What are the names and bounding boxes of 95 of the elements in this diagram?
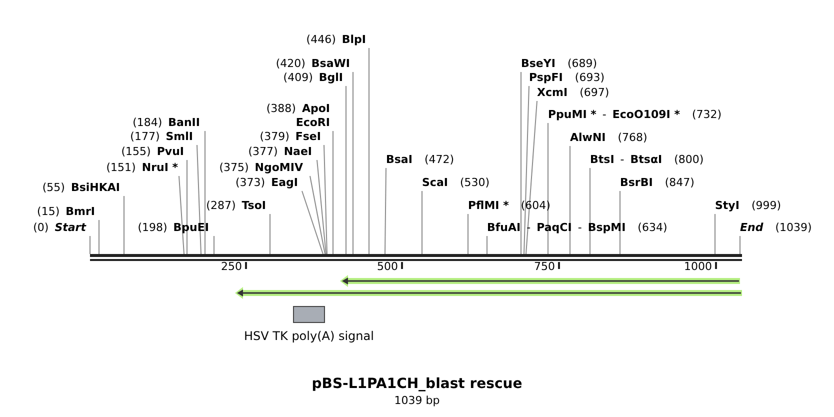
site-position: (55) [42,181,65,195]
tick-label: 1000 [684,261,712,273]
feature-label: HSV TK poly(A) signal [244,329,374,343]
dna-backbone [90,254,742,261]
leader-line [204,130,206,254]
leader-line [714,214,716,254]
site-position: (604) [520,199,550,213]
enzyme-name: BmrI [66,205,95,219]
leader-line [302,190,324,254]
enzyme-name: BanII [168,116,200,130]
site-position: (379) [260,130,290,144]
site-position: (287) [206,199,236,213]
enzyme-name: TsoI [242,199,266,213]
site-position: (732) [692,108,722,122]
enzyme-name: PvuI [156,145,184,159]
site-position: (634) [638,221,668,235]
site-position: (768) [618,131,648,145]
site-position: (847) [664,176,694,190]
enzyme-name: XcmI [537,86,568,100]
enzyme-name: BspMI [588,221,626,235]
site-position: (375) [219,161,249,175]
leader-line [186,160,188,254]
enzyme-name: EagI [271,176,298,190]
enzyme-name: BsiHKAI [70,181,120,195]
separator: - [578,221,582,235]
site-position: (800) [674,153,704,167]
enzyme-name: AlwNI [570,131,606,145]
enzyme-name: NruI * [142,161,178,175]
enzyme-name: BseYI [521,57,556,71]
site-position: (15) [37,205,60,219]
enzyme-name: ApoI [302,102,330,116]
enzyme-name: End [740,221,764,235]
site-position: (177) [130,130,160,144]
leader-line [178,176,184,254]
leader-line [196,144,202,254]
leader-line [310,176,326,254]
enzyme-name: BglI [318,71,343,85]
tick-label: 250 [221,261,242,273]
enzyme-name: FseI [295,130,321,144]
leader-line [98,220,100,254]
separator: - [526,221,531,235]
site-position: (420) [276,57,306,71]
map-caption: 1039 bp [393,394,441,407]
leader-line [332,130,334,254]
site-position: (693) [574,71,604,85]
leader-line [524,86,530,254]
enzyme-name: Start [54,221,86,235]
enzyme-name: StyI [715,199,740,213]
enzyme-name: BfuAI [487,221,521,235]
separator: - [602,108,606,122]
site-position: (151) [106,161,136,175]
site-position: (155) [121,145,151,159]
enzyme-name: BsrBI [620,176,653,190]
site-position: (689) [567,57,598,71]
tick-label: 500 [377,261,398,273]
leader-line [324,144,328,254]
site-position: (0) [33,221,49,235]
site-position: (1039) [775,221,812,235]
site-position: (184) [132,116,162,130]
enzyme-name: BlpI [342,33,366,47]
site-position: (999) [751,199,782,213]
enzyme-name: PaqCI [536,221,572,235]
enzyme-name: BtsI [590,153,614,167]
enzyme-name: BsaI [386,153,412,167]
enzyme-name: ScaI [422,176,448,190]
enzyme-name: PpuMI * [548,108,596,122]
leader-line [368,48,370,254]
leader-line [384,168,386,254]
enzyme-name: BtsαI [630,153,662,167]
enzyme-name: BsaWI [311,57,350,71]
leader-line [316,160,326,254]
enzyme-name: PspFI [529,71,563,85]
site-position: (388) [266,102,296,116]
leader-line [526,100,538,254]
site-position: (530) [460,176,490,190]
site-position: (373) [236,176,266,190]
enzyme-name: SmlI [166,130,193,144]
enzyme-name: NaeI [284,145,312,159]
site-position: (198) [138,221,168,235]
leader-line [486,236,488,254]
leader-line [520,72,522,254]
enzyme-name: EcoRI [296,116,330,130]
site-position: (472) [424,153,454,167]
enzyme-name: NgoMIV [254,161,303,175]
enzyme-name: EcoO109I * [612,108,680,122]
tick-label: 750 [534,261,555,273]
site-position: (409) [283,71,313,85]
enzyme-name: PflMI * [468,199,509,213]
site-position: (697) [580,86,610,100]
enzyme-name: BpuEI [173,221,209,235]
separator: - [620,153,624,167]
site-position: (377) [248,145,278,159]
map-title: pBS-L1PA1CH_blast rescue [310,376,524,393]
site-position: (446) [306,33,336,47]
leader-line [352,72,354,254]
